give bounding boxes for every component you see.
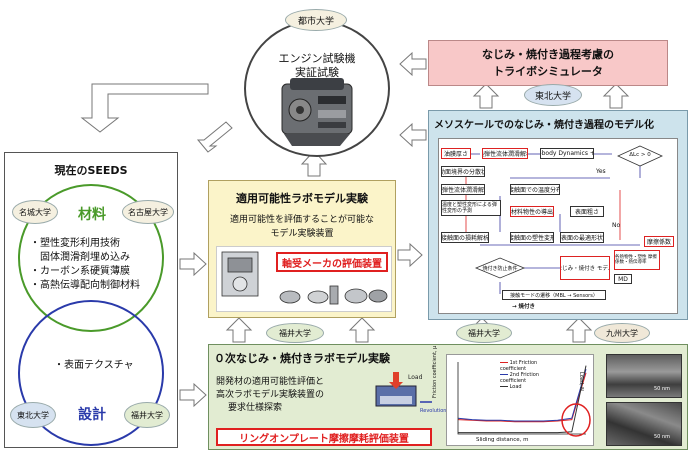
seeds-surface-texture: ・表面テクスチャ <box>54 360 134 371</box>
flow-node-md: MD <box>614 274 632 284</box>
tribo-title-line1: なじみ・焼付き過程考慮の <box>482 48 614 61</box>
micrograph-bottom <box>606 402 682 446</box>
series-line-1 <box>457 369 587 422</box>
arrow-lab-to-meso <box>397 242 423 268</box>
flow-node-contact-mode-transition: 接触モードの遷移（MBL → Sensors） <box>502 290 606 300</box>
flow-node-surface-roughness: 表面粗さ <box>570 206 604 217</box>
lab-device-label: 軸受メーカの評価装置 <box>276 252 388 272</box>
legend-1st-friction-label: 1st Friction coefficient <box>500 360 538 372</box>
legend-2nd-friction: 2nd Friction coefficient <box>500 372 564 384</box>
flow-node-break-in-model: なじみ・焼付き モデル <box>560 256 610 280</box>
revolution-label: Revolution <box>420 408 447 414</box>
chart-ylabel: Friction coefficient, μ <box>432 345 438 398</box>
arrow-tribo-to-engine <box>399 51 427 77</box>
seeds-material-item-3: ・カーボン系硬質薄膜 <box>30 266 130 277</box>
series-line-0 <box>457 372 587 423</box>
seeds-design-circle <box>18 300 164 446</box>
flow-node-temp-distribution: 接触面での温度分布 <box>510 184 560 195</box>
zero-order-desc-line1: 開発材の適用可能性評価と <box>216 377 325 387</box>
engine-title-line1: エンジン試験機 <box>278 52 356 65</box>
flow-node-wear-analysis: 接触面の損耗解析 <box>441 232 489 243</box>
mesoscale-title: メソスケールでのなじみ・焼付き過程のモデル化 <box>434 120 654 131</box>
friction-chart-panel <box>446 354 594 446</box>
lab-model-desc-line1: 適用可能性を評価することが可能な <box>229 215 374 225</box>
flow-node-boundary-dispersion: 摺動面境界の分散状態 <box>441 166 485 177</box>
org-badge-tohoku-left: 東北大学 <box>10 402 56 428</box>
org-badge-fukui-zero: 福井大学 <box>456 323 512 343</box>
seeds-design-label: 設計 <box>78 407 106 423</box>
arrow-zero-to-lab <box>225 317 253 343</box>
flow-node-dlc: ΔLc > 0 <box>629 152 651 158</box>
arrow-zero-to-lab-2 <box>348 317 376 343</box>
org-badge-nagoya: 名古屋大学 <box>122 200 174 224</box>
chart-legend: 1st Friction coefficient 2nd Friction co… <box>500 360 564 390</box>
seeds-material-item-2: 固体潤滑剤埋め込み <box>30 252 130 263</box>
flow-node-seizure-result: → 焼付き <box>512 304 536 310</box>
lab-model-title: 適用可能性ラボモデル実験 <box>236 192 368 205</box>
arrow-seeds-to-lab <box>179 251 207 277</box>
zero-device-label: リングオンプレート摩擦摩耗評価装置 <box>216 428 432 446</box>
arrow-seeds-to-zero <box>179 382 207 408</box>
flow-label-yes-1: Yes <box>596 168 606 175</box>
chart-xlabel: Sliding distance, m <box>476 437 529 443</box>
arrow-engine-to-seeds <box>80 83 209 133</box>
flow-node-thermo-ehl-2: 熱弾性流体潤滑解析 <box>441 184 485 195</box>
zero-order-title: ０次なじみ・焼付きラボモデル実験 <box>214 352 390 365</box>
flow-node-thermo-ehl: 熱弾性流体潤滑解析 <box>482 148 528 159</box>
legend-1st-friction: 1st Friction coefficient <box>500 360 564 372</box>
micrograph-bottom-scale: 50 nm <box>654 434 670 440</box>
seeds-material-item-4: ・高熱伝導配向制御材料 <box>30 280 140 291</box>
org-badge-tcu: 都市大学 <box>285 9 347 31</box>
legend-load-label: Load <box>509 384 522 390</box>
tribo-title-line2: トライボシミュレータ <box>493 65 603 78</box>
flow-node-material-props: 材料物性の導出 <box>510 206 554 217</box>
flow-node-elastic-prediction: 温度と塑性変形による弾性変形の予測 <box>441 200 501 216</box>
flow-node-friction-coefficient: 摩擦係数 <box>644 236 674 247</box>
micrograph-top <box>606 354 682 398</box>
zero-order-desc-line3: 要求仕様探索 <box>228 403 283 413</box>
flow-node-film-thickness: 油膜厚さ <box>441 148 471 159</box>
seizure-highlight-circle <box>561 403 591 437</box>
series-line-2 <box>458 365 587 434</box>
org-badge-fukui-left: 福井大学 <box>124 402 170 428</box>
seeds-title: 現在のSEEDS <box>54 164 128 177</box>
org-badge-fukui-lab: 福井大学 <box>266 323 324 343</box>
arrow-zero-to-meso-2 <box>565 317 593 343</box>
flow-label-no-1: No <box>612 222 621 229</box>
arrow-lab-to-engine <box>300 150 328 177</box>
arrow-meso-to-engine <box>399 122 427 148</box>
chart-y2label: Load, N <box>578 372 584 391</box>
seeds-material-item-1: ・塑性変形利用技術 <box>30 238 120 249</box>
flow-node-mbd-fem: Multi-body Dynamics + FEM <box>540 148 594 159</box>
zero-order-desc-line2: 高次ラボモデル実験装置の <box>216 390 325 400</box>
org-badge-meijo: 名城大学 <box>12 200 58 224</box>
chart-axes <box>457 362 586 435</box>
flow-node-seizure-condition: 焼付き防止条件 <box>482 266 518 272</box>
arrow-meso-to-tribo-2 <box>602 83 630 109</box>
flow-node-thermal-props: 各熱物性・塑性 摩擦係数・熱伝導率 <box>614 250 660 270</box>
lab-model-desc-line2: モデル実験装置 <box>270 229 334 239</box>
org-badge-kyushu: 九州大学 <box>594 323 650 343</box>
micrograph-top-scale: 50 nm <box>654 386 670 392</box>
arrow-meso-to-tribo <box>472 83 500 109</box>
flow-node-optimal-shape: 表面の最適形状 <box>560 232 604 243</box>
legend-2nd-friction-label: 2nd Friction coefficient <box>500 372 539 384</box>
seeds-material-label: 材料 <box>78 207 106 223</box>
legend-load: Load <box>500 384 564 390</box>
engine-title-line2: 実証試験 <box>295 66 339 79</box>
flow-node-plastic-deformation: 接触面の塑性変形 <box>510 232 554 243</box>
org-badge-tohoku-top: 東北大学 <box>524 84 582 106</box>
arrow-seeds-to-engine <box>196 121 233 153</box>
load-label: Load <box>408 374 423 381</box>
